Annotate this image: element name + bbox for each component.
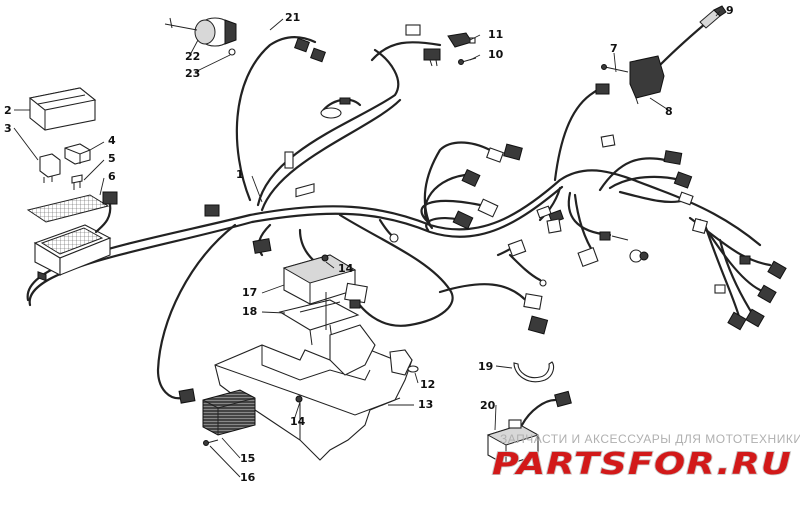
fuse-label-sticker xyxy=(26,194,110,223)
ignition-switch xyxy=(164,17,237,56)
bottom-left-connector xyxy=(178,388,196,404)
right-connectors xyxy=(600,134,787,331)
callout-14a: 14 xyxy=(338,262,354,275)
callout-16: 16 xyxy=(240,471,256,484)
callout-11: 11 xyxy=(488,28,503,41)
fuse-block-connector xyxy=(94,191,118,234)
callout-5: 5 xyxy=(108,152,116,165)
callout-19: 19 xyxy=(478,360,493,373)
fuse-block xyxy=(33,224,112,282)
regulator-bolt xyxy=(203,439,219,446)
callout-2: 2 xyxy=(4,104,12,117)
ignition-coil xyxy=(629,55,665,105)
fuse-box-cover xyxy=(28,87,97,131)
callout-4: 4 xyxy=(108,134,116,147)
screw-part-12 xyxy=(407,365,419,373)
spark-plug-wire xyxy=(658,5,727,67)
screw-part-10 xyxy=(458,57,477,65)
relay-part-small xyxy=(64,143,91,165)
callout-3: 3 xyxy=(4,122,12,135)
control-module xyxy=(282,183,357,305)
module-bracket xyxy=(278,292,360,346)
callout-20: 20 xyxy=(480,399,496,412)
lower-center-connectors xyxy=(523,279,549,335)
callout-18: 18 xyxy=(242,305,257,318)
voltage-regulator xyxy=(202,389,256,436)
screw-part-14-upper xyxy=(321,254,329,262)
electrical-tray xyxy=(214,324,413,461)
callout-15: 15 xyxy=(240,452,255,465)
center-right-connectors xyxy=(452,143,527,257)
callout-6: 6 xyxy=(108,170,116,183)
callout-7: 7 xyxy=(610,42,618,55)
relay-part xyxy=(39,153,61,183)
module-connector xyxy=(344,282,368,309)
coil-connector xyxy=(595,83,610,95)
watermark-tagline: ЗАПЧАСТИ И АКСЕССУАРЫ ДЛЯ МОТОТЕХНИКИ xyxy=(500,432,800,446)
callout-9: 9 xyxy=(726,4,734,17)
callout-labels: 1 2 3 4 5 6 7 8 9 10 11 12 13 14 14 15 1… xyxy=(4,4,734,484)
callout-14b: 14 xyxy=(290,415,306,428)
callout-21: 21 xyxy=(285,11,300,24)
accessory-module xyxy=(486,390,572,466)
watermark-brand: PARTSFOR.RU xyxy=(492,447,792,482)
leader-lines xyxy=(13,10,721,478)
callout-22: 22 xyxy=(185,50,200,63)
callout-17: 17 xyxy=(242,286,257,299)
fuse-part xyxy=(71,174,83,190)
callout-13: 13 xyxy=(418,398,433,411)
watermark: ЗАПЧАСТИ И АКСЕССУАРЫ ДЛЯ МОТОТЕХНИКИ PA… xyxy=(491,432,800,483)
center-sensor-parts xyxy=(536,205,649,268)
clamp-ring xyxy=(513,361,555,383)
callout-12: 12 xyxy=(420,378,435,391)
switch-connector xyxy=(294,37,326,63)
callout-8: 8 xyxy=(665,105,673,118)
callout-23: 23 xyxy=(185,67,200,80)
relay-connector-left xyxy=(204,151,399,254)
coil-bolt xyxy=(601,64,629,73)
grommet-loop xyxy=(320,97,362,119)
callout-10: 10 xyxy=(488,48,504,61)
callout-1: 1 xyxy=(236,168,244,181)
connector-part-11 xyxy=(447,32,476,48)
top-connector xyxy=(405,24,441,67)
